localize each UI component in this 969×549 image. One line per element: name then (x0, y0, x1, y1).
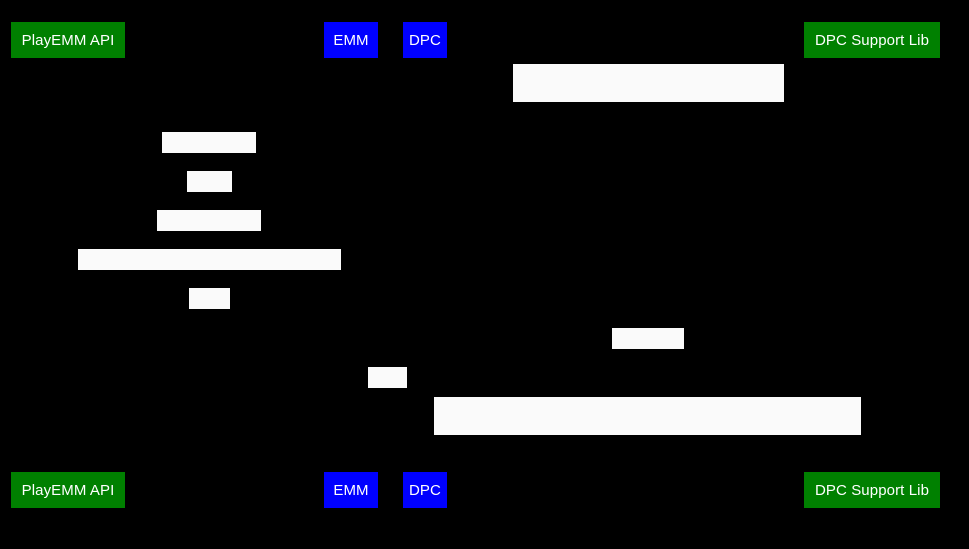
message-label-line: callback() (616, 368, 680, 384)
message-label-users-update: users.update() (157, 210, 261, 266)
message-label-line: androidForWorkAccountSupport (544, 436, 751, 452)
participant-header-playemm-api[interactable]: PlayEMM API (11, 22, 125, 58)
participant-label: EMM (333, 481, 369, 499)
participant-footer-dpc-support-lib[interactable]: DPC Support Lib (804, 472, 940, 508)
message-label-line: .addAndroidForWorkAccount(token, account… (453, 493, 842, 509)
participant-label: DPC Support Lib (814, 31, 930, 49)
message-arrow-1 (425, 102, 872, 103)
message-label-token-to-dpc: token (368, 367, 407, 423)
participant-label: DPC (409, 481, 441, 499)
participant-label: DPC (409, 31, 441, 49)
message-arrow-5 (68, 270, 351, 271)
message-label-ensure-working-environment: androidForWorkAccountSupport .ensureWork… (513, 64, 784, 176)
message-label-line: token (370, 407, 406, 423)
message-label-line: token (191, 328, 228, 344)
message-label-generate-authentication-token: users.generateAuthenticationToken() (78, 249, 341, 305)
message-arrow-3 (68, 192, 351, 193)
message-arrow-8 (351, 388, 425, 389)
sequence-diagram-canvas: PlayEMM API EMM DPC DPC Support Lib andr… (11, 22, 940, 509)
message-label-user-id: userID (187, 171, 232, 227)
message-arrow-7 (425, 350, 872, 351)
lifeline-dpc (425, 58, 426, 472)
message-arrow-2 (68, 153, 351, 154)
participant-header-dpc-support-lib[interactable]: DPC Support Lib (804, 22, 940, 58)
message-label-line: .ensureWorkingEnvironment(callback) (526, 160, 771, 176)
message-label-line: androidForWorkAccountSupport (545, 103, 752, 119)
participant-header-dpc[interactable]: DPC (403, 22, 447, 58)
participant-footer-dpc[interactable]: DPC (403, 472, 447, 508)
message-label-users-insert: users.insert() (162, 132, 256, 188)
message-label-add-android-for-work-account: androidForWorkAccountSupport .addAndroid… (434, 397, 861, 509)
participant-footer-emm[interactable]: EMM (324, 472, 378, 508)
participant-footer-playemm-api[interactable]: PlayEMM API (11, 472, 125, 508)
message-label-callback: callback() (612, 328, 684, 384)
message-label-token-to-emm: token (189, 288, 230, 344)
participant-label: PlayEMM API (21, 481, 115, 499)
participant-header-emm[interactable]: EMM (324, 22, 378, 58)
lifeline-playemm-api (68, 58, 69, 472)
message-arrow-6 (68, 309, 351, 310)
lifeline-dpc-support-lib (872, 58, 873, 472)
message-arrow-4 (68, 231, 351, 232)
participant-label: DPC Support Lib (814, 481, 930, 499)
lifeline-emm (351, 58, 352, 472)
participant-label: EMM (333, 31, 369, 49)
participant-label: PlayEMM API (21, 31, 115, 49)
